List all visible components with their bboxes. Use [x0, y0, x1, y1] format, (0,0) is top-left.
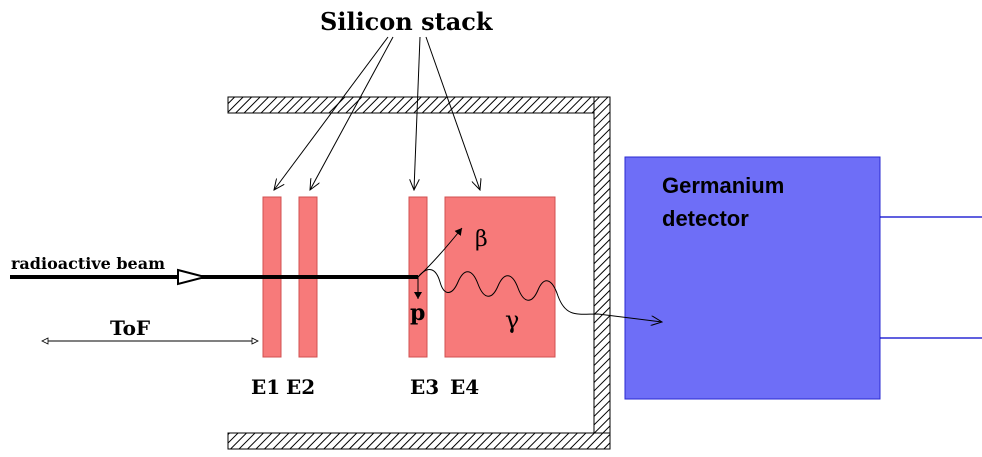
tof-indicator	[41, 337, 259, 345]
e3-label: E3	[410, 375, 439, 399]
chamber-wall	[227, 96, 611, 450]
silicon-stack-arrows	[274, 36, 480, 190]
radioactive-beam	[10, 268, 418, 286]
germanium-detector	[624, 156, 881, 400]
beam-arrowhead	[177, 268, 209, 286]
decay-products	[414, 227, 662, 322]
germanium-label-line1: Germanium	[662, 173, 784, 198]
gamma-label: γ	[505, 306, 519, 334]
proton-label: p	[410, 300, 425, 326]
beta-label: β	[475, 227, 488, 252]
beam-label: radioactive beam	[11, 254, 165, 273]
germanium-label-line2: detector	[662, 206, 749, 231]
e2-label: E2	[286, 375, 315, 399]
e1-label: E1	[251, 375, 280, 399]
tof-label: ToF	[110, 316, 150, 340]
silicon-stack-label: Silicon stack	[320, 7, 494, 36]
gamma-track	[417, 269, 662, 322]
silicon-detector-e4	[444, 196, 556, 358]
e4-label: E4	[450, 375, 479, 399]
